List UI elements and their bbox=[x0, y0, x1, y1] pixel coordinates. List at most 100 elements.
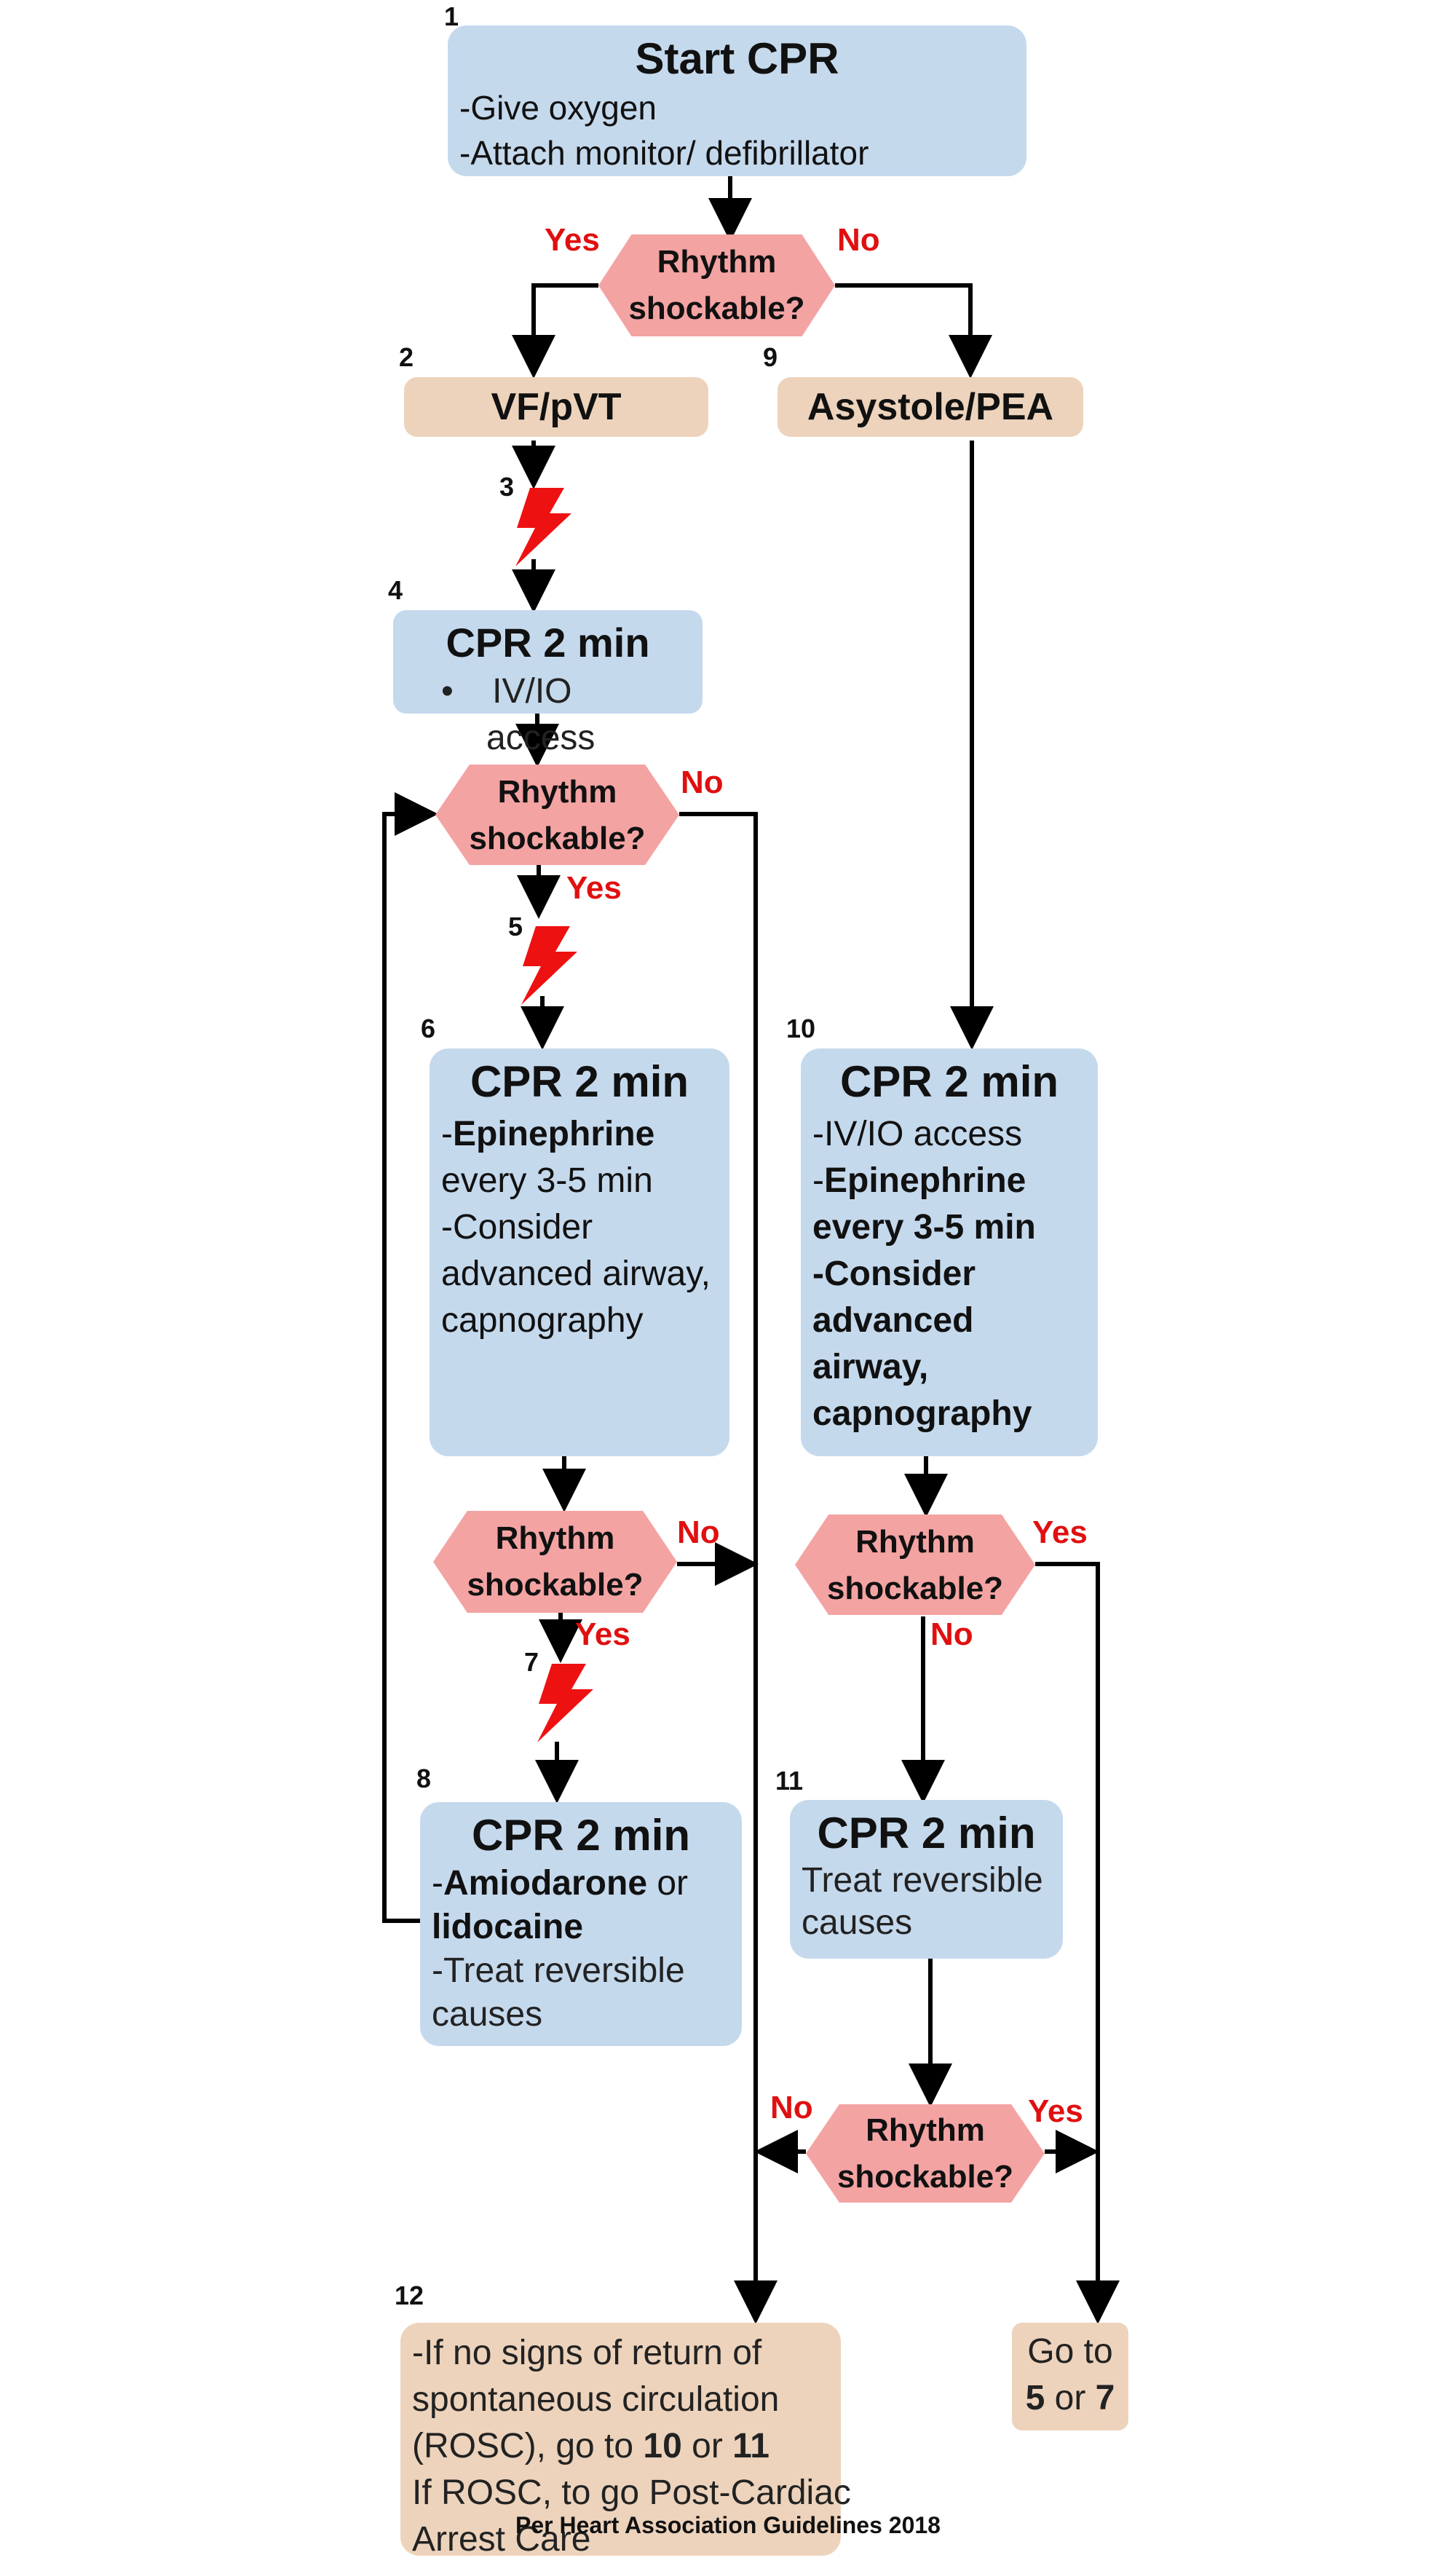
goto-line-2: 5 or 7 bbox=[1019, 2375, 1121, 2422]
box12-line-2: spontaneous circulation bbox=[412, 2380, 780, 2419]
start-cpr-title: Start CPR bbox=[635, 34, 839, 83]
box6-line-5: capnography bbox=[441, 1301, 644, 1340]
decision4-no-label: No bbox=[930, 1616, 973, 1652]
decision5-label: Rhythm shockable? bbox=[836, 2112, 1014, 2195]
goto-line-1: Go to bbox=[1027, 2332, 1113, 2371]
box8-amiodarone: Amiodarone bbox=[443, 1864, 648, 1903]
decision5-yes-label: Yes bbox=[1028, 2093, 1083, 2129]
start-cpr-line-1: -Give oxygen bbox=[459, 89, 657, 127]
cpr-2min-box-4: CPR 2 min • IV/IO access bbox=[393, 610, 703, 757]
box11-line-1: Treat reversible bbox=[802, 1861, 1043, 1900]
goto-step-5: 5 bbox=[1025, 2379, 1045, 2417]
shock-icon bbox=[537, 1664, 593, 1742]
box8-title: CPR 2 min bbox=[471, 1811, 691, 1860]
decision3-label: Rhythm shockable? bbox=[467, 1520, 644, 1603]
box12-step-10: 10 bbox=[643, 2427, 682, 2465]
arrow-yes-to-vf bbox=[512, 283, 598, 379]
decision4-yes-label: Yes bbox=[1032, 1514, 1088, 1550]
shock-icon bbox=[515, 488, 571, 566]
decision2-label: Rhythm shockable? bbox=[469, 774, 646, 856]
step-number-9: 9 bbox=[763, 342, 778, 372]
decision1-no-label: No bbox=[837, 222, 880, 258]
decision1-rhythm-shockable: Rhythm shockable? bbox=[598, 234, 835, 336]
goto-5-or-7-box: Go to 5 or 7 bbox=[1012, 2323, 1128, 2430]
box10-line-1: -IV/IO access bbox=[812, 1115, 1023, 1153]
box8-line-4: causes bbox=[432, 1995, 543, 2034]
box12-line-3: (ROSC), go to 10 or 11 bbox=[412, 2423, 829, 2470]
dash: - bbox=[812, 1161, 824, 1200]
box11-title: CPR 2 min bbox=[817, 1809, 1036, 1857]
asystole-pea-box: Asystole/PEA bbox=[778, 377, 1083, 437]
step-number-10: 10 bbox=[786, 1014, 816, 1043]
box10-line-4: -Consider bbox=[812, 1255, 976, 1293]
decision3-no-label: No bbox=[677, 1514, 720, 1550]
box10-epinephrine: Epinephrine bbox=[823, 1161, 1026, 1200]
bullet: • bbox=[441, 672, 454, 711]
step-number-8: 8 bbox=[416, 1764, 432, 1793]
box4-line-2: access bbox=[486, 719, 596, 757]
decision5-no-label: No bbox=[770, 2090, 813, 2125]
cpr-2min-box-10: CPR 2 min -IV/IO access -Epinephrine eve… bbox=[801, 1048, 1098, 1456]
box8-line-2: lidocaine bbox=[432, 1908, 584, 1946]
decision1-yes-label: Yes bbox=[545, 222, 600, 258]
box11-line-2: causes bbox=[802, 1903, 913, 1942]
box12-line-1: -If no signs of return of bbox=[412, 2334, 762, 2372]
box4-line-1: • IV/IO bbox=[441, 668, 691, 715]
box6-line-2: every 3-5 min bbox=[441, 1161, 653, 1200]
step-number-7: 7 bbox=[524, 1647, 539, 1677]
box-12-rosc-instructions: -If no signs of return of spontaneous ci… bbox=[400, 2323, 851, 2559]
dash: - bbox=[441, 1115, 453, 1153]
box6-epinephrine: Epinephrine bbox=[452, 1115, 655, 1153]
box6-line-3: -Consider bbox=[441, 1208, 593, 1247]
step-number-6: 6 bbox=[421, 1014, 436, 1043]
step-number-1: 1 bbox=[444, 1, 459, 31]
box6-line-4: advanced airway, bbox=[441, 1255, 711, 1293]
decision2-no-label: No bbox=[681, 765, 724, 800]
box4-title: CPR 2 min bbox=[446, 620, 650, 666]
start-cpr-line-2: -Attach monitor/ defibrillator bbox=[459, 134, 869, 172]
cpr-2min-box-6: CPR 2 min -Epinephrine every 3-5 min -Co… bbox=[430, 1048, 729, 1456]
step-number-11: 11 bbox=[775, 1766, 804, 1796]
shock-icon bbox=[521, 926, 577, 1005]
box10-line-6: airway, bbox=[812, 1348, 929, 1386]
vf-pvt-label: VF/pVT bbox=[491, 386, 622, 428]
arrow-box8-loop bbox=[382, 792, 438, 1923]
box8-or: or bbox=[647, 1864, 689, 1903]
step-number-3: 3 bbox=[499, 472, 515, 502]
cpr-2min-box-11: CPR 2 min Treat reversible causes bbox=[790, 1800, 1063, 1959]
box12-or: or bbox=[681, 2427, 733, 2465]
goto-or: or bbox=[1045, 2379, 1096, 2417]
decision4-rhythm-shockable: Rhythm shockable? bbox=[795, 1514, 1035, 1615]
asystole-pea-label: Asystole/PEA bbox=[807, 386, 1054, 428]
source-credit: Per Heart Association Guidelines 2018 bbox=[515, 2512, 941, 2538]
step-number-5: 5 bbox=[508, 912, 523, 941]
decision5-rhythm-shockable: Rhythm shockable? bbox=[806, 2104, 1045, 2203]
box10-line-2: -Epinephrine bbox=[812, 1158, 1086, 1204]
arrow-decision2-no-to-box12 bbox=[679, 812, 778, 2324]
decision2-rhythm-shockable: Rhythm shockable? bbox=[435, 765, 679, 865]
decision2-yes-label: Yes bbox=[566, 870, 622, 906]
box10-line-7: capnography bbox=[812, 1394, 1032, 1433]
arrow-no-to-asystole bbox=[835, 283, 992, 379]
goto-step-7: 7 bbox=[1095, 2379, 1115, 2417]
start-cpr-box: Start CPR -Give oxygen -Attach monitor/ … bbox=[448, 25, 1026, 176]
dash: - bbox=[432, 1864, 443, 1903]
box10-title: CPR 2 min bbox=[839, 1057, 1059, 1106]
decision4-label: Rhythm shockable? bbox=[826, 1524, 1004, 1606]
box6-title: CPR 2 min bbox=[470, 1057, 689, 1106]
step-number-12: 12 bbox=[395, 2280, 424, 2310]
box6-line-1: -Epinephrine bbox=[441, 1111, 718, 1158]
vf-pvt-box: VF/pVT bbox=[404, 377, 708, 437]
arrow-decision4-yes bbox=[1035, 1562, 1120, 2324]
decision1-label: Rhythm shockable? bbox=[628, 244, 805, 326]
box12-goto-text: (ROSC), go to bbox=[412, 2427, 644, 2465]
step-number-4: 4 bbox=[388, 575, 403, 605]
box12-line-4: If ROSC, to go Post-Cardiac bbox=[412, 2473, 851, 2512]
cpr-2min-box-8: CPR 2 min -Amiodarone or lidocaine -Trea… bbox=[420, 1802, 742, 2046]
box4-iv-io: IV/IO bbox=[492, 672, 572, 711]
box12-step-11: 11 bbox=[732, 2427, 769, 2465]
box10-line-5: advanced bbox=[812, 1301, 974, 1340]
decision3-rhythm-shockable: Rhythm shockable? bbox=[433, 1511, 677, 1613]
box8-line-1: -Amiodarone or bbox=[432, 1862, 730, 1906]
